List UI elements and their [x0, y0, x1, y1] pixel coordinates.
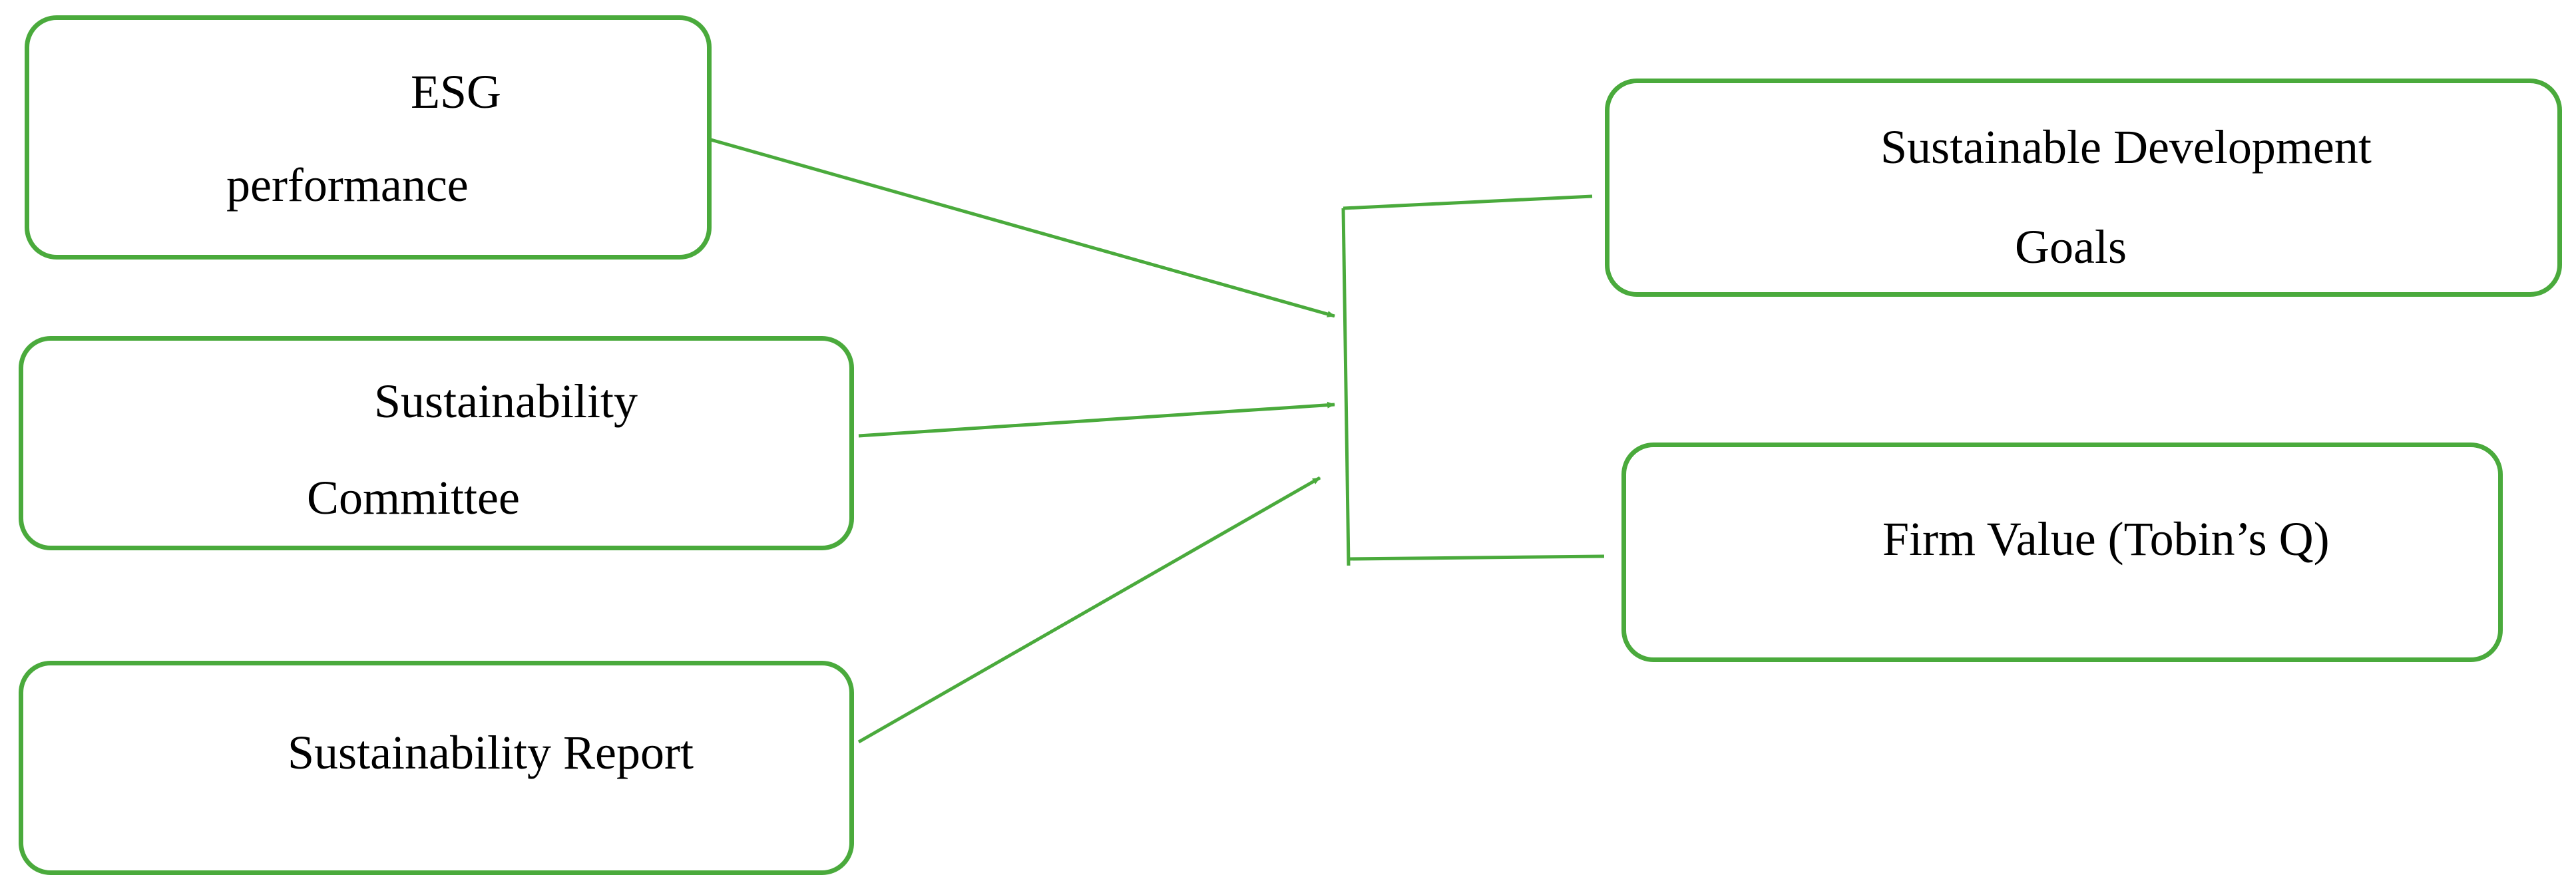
- esg-label-line1: ESG: [411, 65, 502, 118]
- committee-label-line1: Sustainability: [374, 375, 638, 428]
- arrow-committee-to-bracket: [858, 401, 1335, 438]
- sdg-label-line1: Sustainable Development: [1880, 120, 2372, 174]
- sustainable-development-goals-box: Sustainable Development Goals: [1605, 79, 2562, 297]
- firm-value-label: Firm Value (Tobin’s Q): [1882, 512, 2330, 566]
- sdg-label-line2: Goals: [2015, 220, 2127, 273]
- arrow-report-to-bracket: [857, 476, 1321, 744]
- committee-label-line2: Committee: [307, 471, 520, 524]
- firm-value-box: Firm Value (Tobin’s Q): [1621, 443, 2503, 662]
- sustainability-report-box: Sustainability Report: [19, 661, 854, 875]
- bracket-vertical-line: [1341, 208, 1351, 566]
- report-label: Sustainability Report: [288, 726, 694, 779]
- bracket-bottom-link-to-firm-value: [1348, 554, 1605, 561]
- esg-label-line2: performance: [226, 158, 469, 212]
- arrow-esg-to-bracket: [710, 138, 1335, 318]
- esg-performance-box: ESG performance: [25, 15, 712, 260]
- bracket-top-link-to-sdg: [1343, 194, 1593, 210]
- sustainability-committee-box: Sustainability Committee: [19, 336, 854, 550]
